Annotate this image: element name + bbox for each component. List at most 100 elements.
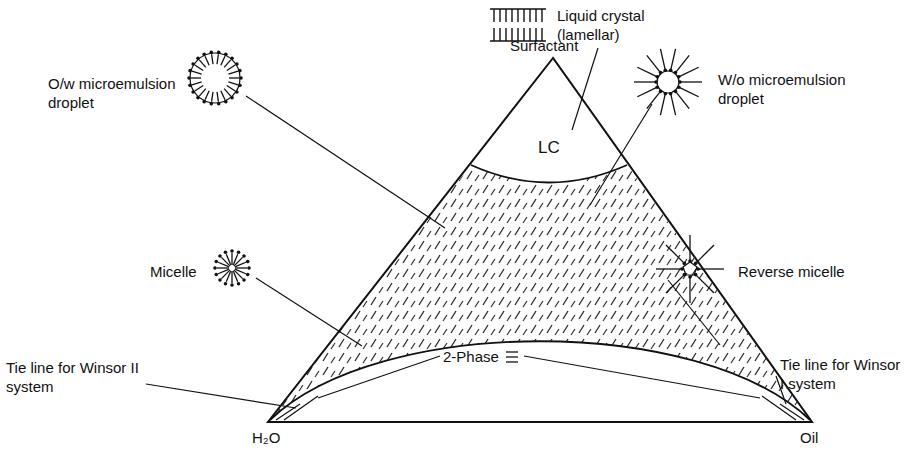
micelle-tail — [235, 262, 246, 267]
wo-droplet-head — [674, 90, 678, 94]
wo-droplet-head — [669, 92, 673, 96]
ow-droplet-head — [238, 69, 242, 73]
micelle-head — [246, 260, 250, 264]
wo-droplet-tail — [676, 55, 689, 71]
micelle-head — [224, 250, 228, 254]
microemulsion-region — [270, 165, 810, 420]
lc-boundary — [471, 165, 627, 183]
ow-droplet-tail — [191, 77, 201, 78]
micelle-tail — [218, 269, 229, 274]
micelle-head — [214, 260, 218, 264]
wo-droplet-outline — [657, 71, 679, 93]
wo-droplet-tail — [647, 55, 660, 71]
ow-droplet-tail — [228, 71, 238, 74]
hatch-marks — [506, 352, 518, 362]
wo-droplet-tail — [634, 81, 655, 82]
micelle-head — [224, 282, 228, 286]
micelle-head — [214, 273, 218, 277]
wo-droplet-head — [659, 90, 663, 94]
micelle-head — [230, 283, 234, 287]
ow-droplet-head — [238, 84, 242, 88]
ow-droplet-head — [217, 50, 221, 54]
reverse-micelle-tail — [699, 268, 724, 269]
wo-droplet-tail — [637, 67, 656, 76]
micelle-head — [237, 250, 241, 254]
ow-droplet-head — [196, 57, 200, 61]
ow-droplet-tail — [224, 89, 231, 97]
wo-droplet-head — [655, 75, 659, 79]
wo-droplet-tail — [676, 92, 689, 108]
micelle-head — [213, 266, 217, 270]
ow-droplet-tail — [205, 56, 209, 65]
ow-droplet-tail — [212, 54, 213, 64]
ow-droplet-head — [202, 53, 206, 57]
lamellar-icon — [490, 9, 546, 41]
ow-droplet-tail — [221, 56, 225, 65]
wo-droplet-head — [655, 85, 659, 89]
reverse-micelle-tail — [689, 235, 690, 260]
wo-droplet-head — [654, 80, 658, 84]
ow-droplet-tail — [199, 60, 206, 68]
micelle-head — [218, 254, 222, 258]
ow-droplet-head — [187, 76, 191, 80]
ow-droplet-head — [188, 69, 192, 73]
ow-droplet-head — [191, 62, 195, 66]
reverse-micelle-tail — [666, 275, 684, 293]
reverse-micelle-tail — [696, 275, 714, 293]
reverse-micelle-tail — [696, 245, 714, 263]
micelle-head — [242, 254, 246, 258]
wo-droplet-tail — [671, 49, 676, 69]
vertex-label: Surfactant — [510, 36, 578, 55]
molecule-icons — [187, 49, 724, 303]
ow-droplet-tail — [228, 82, 238, 85]
ow-droplet-tail — [224, 60, 231, 68]
micelle-tail — [231, 271, 232, 283]
micelle-tail — [231, 253, 232, 265]
wo-droplet-tail — [680, 88, 699, 97]
micelle-tail — [217, 267, 229, 268]
ow-droplet-head — [224, 100, 228, 104]
ow-droplet-head — [191, 90, 195, 94]
micelle-head — [246, 273, 250, 277]
ow-droplet-head — [217, 102, 221, 106]
wo-droplet-tail — [660, 95, 665, 115]
wo-droplet-head — [664, 92, 668, 96]
ow-droplet-head — [235, 62, 239, 66]
micelle-head — [230, 249, 234, 253]
ow-droplet-head — [209, 50, 213, 54]
vertex-label: Oil — [800, 428, 818, 447]
ow-droplet-tail — [199, 89, 206, 97]
reverse-micelle-tail — [689, 278, 690, 303]
tie-line-label: Tie line for Winsor I system — [780, 355, 906, 393]
ow-droplet-head — [202, 100, 206, 104]
ow-droplet-head — [196, 96, 200, 100]
reverse-micelle-head — [683, 262, 687, 266]
ow-droplet-head — [224, 53, 228, 57]
ow-droplet-tail — [195, 65, 203, 70]
wo-droplet-head — [664, 69, 668, 73]
reverse-micelle-tail — [656, 268, 681, 269]
ow-droplet-tail — [229, 77, 239, 78]
wo-droplet-head — [677, 85, 681, 89]
tie-lines — [276, 396, 804, 420]
wo-droplet-tail — [680, 67, 699, 76]
ow-droplet-tail — [217, 54, 218, 64]
micelle-head — [247, 266, 251, 270]
ow-droplet-tail — [195, 86, 203, 91]
structure-label: O/w microemulsion droplet — [48, 74, 188, 112]
micelle-tail — [226, 254, 231, 265]
ow-droplet-head — [230, 96, 234, 100]
ow-droplet-head — [188, 84, 192, 88]
ow-droplet-tail — [212, 92, 213, 102]
reverse-micelle-head — [694, 262, 698, 266]
ow-droplet-head — [239, 76, 243, 80]
wo-droplet-tail — [647, 92, 660, 108]
micelle-head — [242, 278, 246, 282]
structure-label: Reverse micelle — [738, 262, 845, 281]
micelle-tail — [233, 271, 238, 282]
region-label: LC — [538, 138, 560, 157]
micelle-head — [237, 282, 241, 286]
ow-droplet-tail — [217, 92, 218, 102]
